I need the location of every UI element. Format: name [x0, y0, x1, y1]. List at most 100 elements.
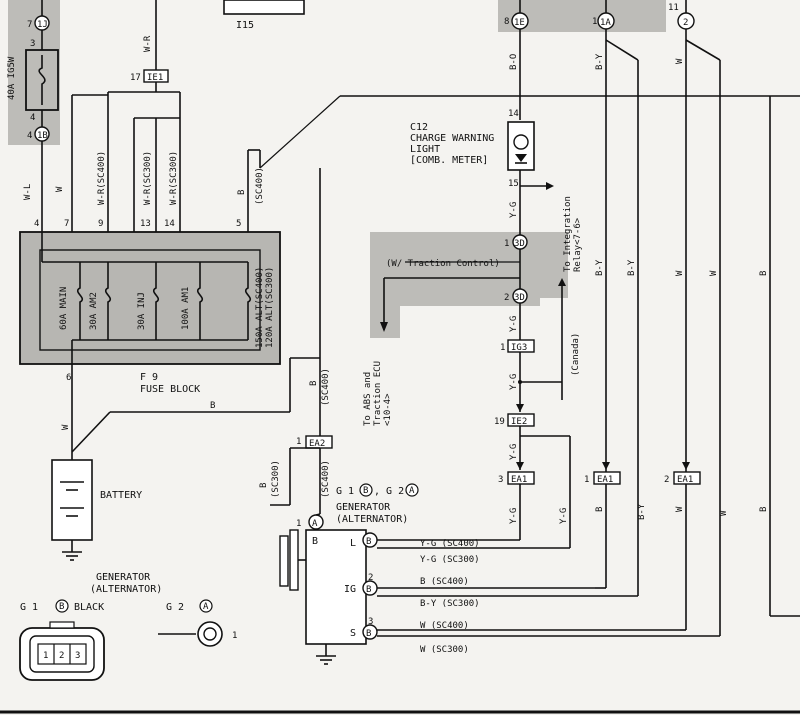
wire-b-ea1b: B	[595, 507, 605, 512]
svg-text:[COMB. METER]: [COMB. METER]	[410, 155, 488, 166]
gen-wire-3: B (SC400)	[420, 577, 469, 587]
fuse-block-label-1: F 9	[140, 372, 158, 383]
gen-conn-a-label: A	[312, 519, 318, 529]
fuse-pin-14: 14	[164, 219, 175, 229]
gen-label-1: GENERATOR	[336, 502, 391, 513]
svg-text:1: 1	[43, 651, 48, 661]
wire-b-5: B	[237, 190, 247, 195]
wire-by-mid: B-Y	[595, 259, 605, 276]
pin-1-3d: 1	[504, 239, 509, 249]
connector-ea1-c-label: EA1	[677, 475, 693, 485]
pin-2-ea1: 2	[664, 475, 669, 485]
gen-detail-label-1: GENERATOR	[96, 572, 151, 583]
fuse-pin-9: 9	[98, 219, 103, 229]
svg-text:CHARGE WARNING: CHARGE WARNING	[410, 133, 494, 144]
gen-pin-1: 1	[296, 519, 301, 529]
pin-17: 17	[130, 73, 141, 83]
wire-sc400-b: (SC400)	[321, 460, 331, 498]
svg-text:3: 3	[75, 651, 80, 661]
fuse-block	[19, 231, 281, 365]
gen-wire-6: W (SC300)	[420, 645, 469, 655]
wire-yg-2: Y-G	[509, 316, 519, 332]
wire-w-ea1c: W	[675, 506, 685, 512]
svg-text:30A INJ: 30A INJ	[137, 292, 147, 330]
fuse-pin-13: 13	[140, 219, 151, 229]
pin-7-top: 7	[27, 20, 32, 30]
fuse-40a-label: 40A IG5W	[7, 56, 17, 100]
gen-label-2: (ALTERNATOR)	[336, 514, 408, 525]
to-integration-2: Relay<7-6>	[573, 217, 583, 272]
connector-ie1-label: IE1	[147, 73, 163, 83]
wire-w-lower: W	[719, 510, 729, 516]
connector-ea1-c	[673, 471, 701, 485]
wire-yg-1: Y-G	[509, 202, 519, 218]
wire-wr-sc400: W-R(SC400)	[97, 151, 107, 205]
pin-3: 3	[30, 39, 35, 49]
charge-light-box	[507, 121, 535, 171]
gen-terminal-s: S	[350, 628, 356, 639]
gen-wire-4: B-Y (SC300)	[420, 599, 480, 609]
connector-ie2	[507, 413, 535, 427]
to-abs-2: Traction ECU	[373, 361, 383, 426]
connector-ea1-b	[593, 471, 621, 485]
pin-1-ig3: 1	[500, 343, 505, 353]
svg-text:B: B	[366, 537, 371, 547]
svg-text:B: B	[59, 602, 64, 612]
gen-wire-5: W (SC400)	[420, 621, 469, 631]
fuse-100a-am1: 100A AM1	[181, 262, 204, 340]
fuse-60a-main: 60A MAIN	[59, 262, 84, 340]
wire-w-top: W	[675, 58, 685, 64]
wire-by-top: B-Y	[595, 53, 605, 70]
connector-ea1-b-label: EA1	[597, 475, 613, 485]
pin-4a: 4	[30, 113, 35, 123]
connector-ea2-label: EA2	[309, 439, 325, 449]
fuse-40a-shade	[8, 0, 60, 145]
ignition-sw-label-1: I15	[236, 20, 254, 31]
gen-terminal-l: L	[350, 538, 356, 549]
wire-by-right: B-Y	[627, 259, 637, 276]
connector-ie2-label: IE2	[511, 417, 527, 427]
wire-w-battery: W	[61, 424, 71, 430]
traction-shade	[370, 232, 568, 338]
gen-wire-1: Y-G (SC400)	[420, 539, 480, 549]
fuse-pin-4: 4	[34, 219, 39, 229]
svg-text:, G 2: , G 2	[374, 486, 404, 497]
wire-yg-6: Y-G	[509, 508, 519, 524]
gen-g-pair-label: G 1	[336, 486, 354, 497]
connector-1b-label: 1B	[37, 131, 48, 141]
battery-label: BATTERY	[100, 490, 142, 501]
svg-text:LIGHT: LIGHT	[410, 144, 440, 155]
svg-text:B: B	[366, 585, 371, 595]
wire-w-7: W	[55, 186, 65, 192]
gen-wire-2: Y-G (SC300)	[420, 555, 480, 565]
wire-w-mid: W	[675, 270, 685, 276]
to-abs-3: <10-4>	[383, 393, 393, 426]
g1-plug-icon: 1 2 3	[19, 621, 105, 681]
pin-1-ea2: 1	[296, 437, 301, 447]
fuse-30a-am2: 30A AM2	[89, 262, 112, 340]
wire-sc400-5: (SC400)	[255, 167, 265, 205]
pin-3-ea1: 3	[498, 475, 503, 485]
connector-ig3-label: IG3	[511, 343, 527, 353]
fuse-pin-6: 6	[66, 373, 71, 383]
wire-w-right: W	[709, 270, 719, 276]
pin-2-3d: 2	[504, 293, 509, 303]
pin-4b: 4	[27, 131, 32, 141]
pin-19: 19	[494, 417, 505, 427]
wire-b-batt: B	[210, 401, 215, 411]
svg-text:B: B	[366, 629, 371, 639]
connector-3d-b-label: 3D	[514, 293, 525, 303]
to-abs-1: To ABS and	[363, 372, 373, 426]
svg-text:100A AM1: 100A AM1	[181, 287, 191, 330]
gen-pin-2: 2	[368, 573, 373, 583]
wire-sc400-ea2: (SC400)	[321, 368, 331, 406]
wire-b-right: B	[759, 271, 769, 276]
svg-text:1: 1	[232, 631, 237, 641]
fuse-block-label-2: FUSE BLOCK	[140, 384, 200, 395]
black-label: BLACK	[74, 602, 104, 613]
connector-ea1-a	[507, 471, 535, 485]
wire-bo: B-O	[509, 54, 519, 70]
wire-wl: W-L	[23, 184, 33, 200]
traction-label: (W/ Traction Control)	[386, 259, 500, 269]
